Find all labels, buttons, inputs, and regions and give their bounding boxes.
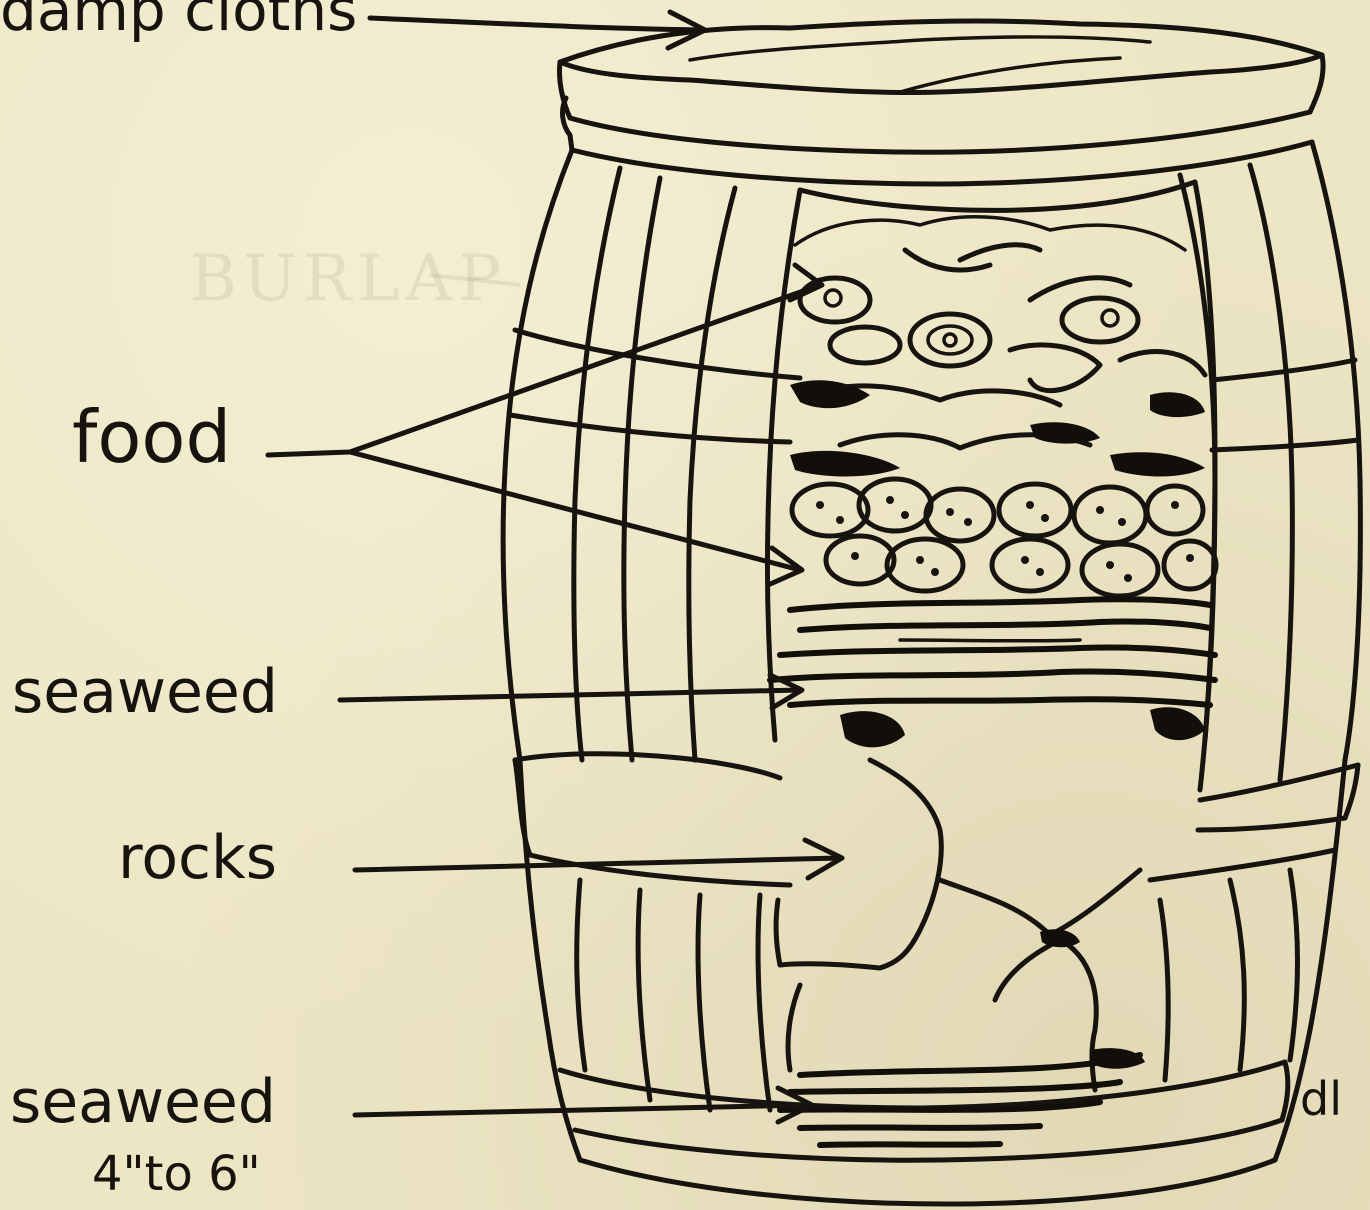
rocks-drawing	[776, 760, 1140, 1090]
seaweed-upper-drawing	[770, 599, 1215, 747]
label-food: food	[72, 395, 231, 479]
label-damp-cloths: damp cloths	[0, 0, 357, 44]
signature-initials: dl	[1300, 1072, 1342, 1126]
label-seaweed-depth: 4"to 6"	[92, 1146, 261, 1202]
arrow-seaweed-upper	[340, 675, 802, 708]
arrow-damp-cloths	[370, 12, 705, 48]
label-seaweed-upper: seaweed	[12, 657, 278, 727]
arrow-seaweed-bottom	[355, 1088, 812, 1122]
arrow-rocks	[355, 840, 842, 878]
damp-cloths-drawing	[559, 21, 1323, 118]
label-seaweed-bottom: seaweed	[10, 1067, 276, 1137]
label-rocks: rocks	[118, 823, 277, 893]
food-layer-drawing	[790, 217, 1216, 596]
